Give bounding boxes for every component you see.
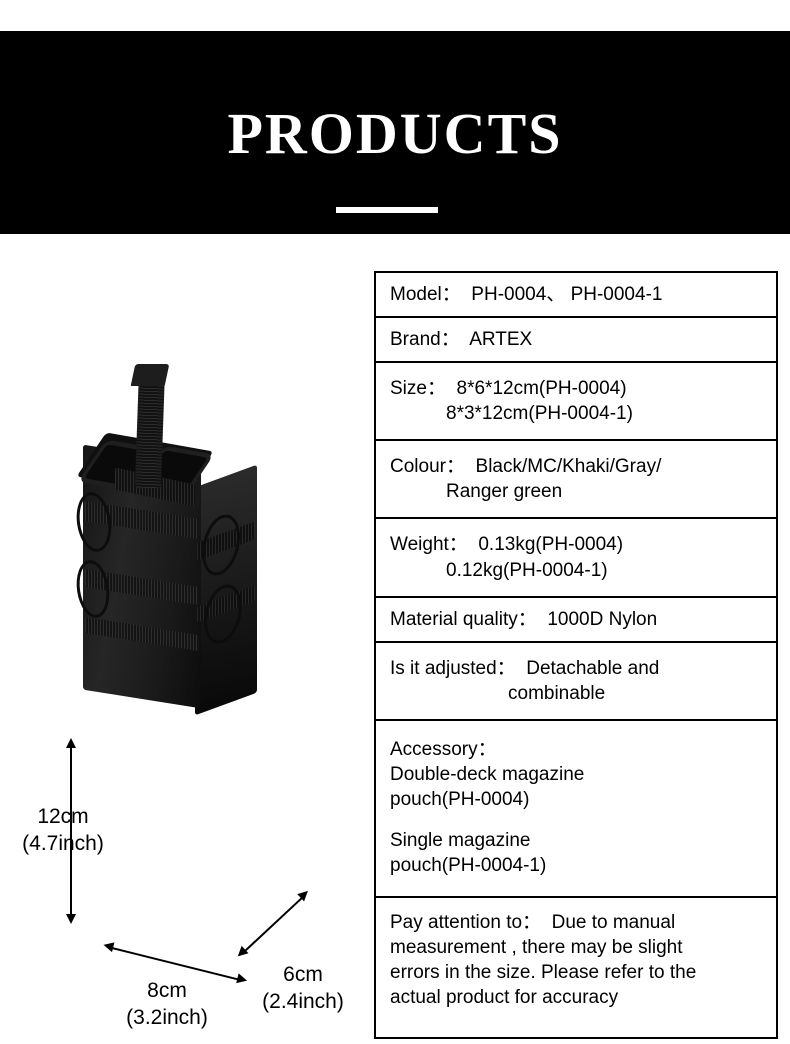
specification-table: Model： PH-0004、 PH-0004-1 Brand： ARTEX S… <box>374 271 778 1039</box>
spec-row-weight: Weight： 0.13kg(PH-0004) 0.12kg(PH-0004-1… <box>376 519 776 598</box>
spec-text: Double-deck magazine <box>390 763 585 785</box>
spec-text: combinable <box>508 682 606 704</box>
spec-text: Material quality： 1000D Nylon <box>390 608 658 630</box>
spec-text: Is it adjusted： Detachable and <box>390 657 660 679</box>
spec-text: Accessory： <box>390 738 497 760</box>
height-dimension-label: 12cm (4.7inch) <box>8 804 118 858</box>
spec-text: Colour： Black/MC/Khaki/Gray/ <box>390 456 662 478</box>
spec-text: Ranger green <box>446 481 563 503</box>
spec-row-pay-attention: Pay attention to： Due to manual measurem… <box>376 898 776 1036</box>
title-underline-rule <box>336 207 438 213</box>
spec-row-colour: Colour： Black/MC/Khaki/Gray/ Ranger gree… <box>376 441 776 520</box>
spec-text: 8*3*12cm(PH-0004-1) <box>446 403 633 425</box>
spec-row-brand: Brand： ARTEX <box>376 318 776 364</box>
spec-text: Pay attention to： Due to manual <box>390 912 676 934</box>
height-dimension-inch: (4.7inch) <box>22 831 104 855</box>
page-title: PRODUCTS <box>227 101 563 166</box>
spec-text: Size： 8*6*12cm(PH-0004) <box>390 378 627 400</box>
width-dimension-label: 8cm (3.2inch) <box>112 978 222 1032</box>
accessory-spacer <box>390 812 776 828</box>
depth-dimension-arrow <box>244 897 303 952</box>
spec-text: Weight： 0.13kg(PH-0004) <box>390 534 624 556</box>
header-banner: PRODUCTS <box>0 31 790 234</box>
spec-row-is-it-adjusted: Is it adjusted： Detachable and combinabl… <box>376 643 776 721</box>
spec-text: pouch(PH-0004-1) <box>390 855 547 877</box>
width-dimension-inch: (3.2inch) <box>126 1005 208 1029</box>
spec-row-size: Size： 8*6*12cm(PH-0004) 8*3*12cm(PH-0004… <box>376 363 776 442</box>
pouch-strap-tip <box>130 364 170 386</box>
spec-text: pouch(PH-0004) <box>390 789 530 811</box>
depth-dimension-label: 6cm (2.4inch) <box>248 962 358 1016</box>
height-dimension-arrow <box>66 738 76 924</box>
spec-text: measurement , there may be slight <box>390 937 683 959</box>
spec-text: Single magazine <box>390 830 531 852</box>
spec-row-accessory: Accessory： Double-deck magazine pouch(PH… <box>376 721 776 899</box>
width-dimension-cm: 8cm <box>147 979 187 1002</box>
spec-row-material-quality: Material quality： 1000D Nylon <box>376 598 776 643</box>
depth-dimension-cm: 6cm <box>283 963 323 986</box>
spec-text: actual product for accuracy <box>390 987 619 1009</box>
spec-text: 0.12kg(PH-0004-1) <box>446 559 608 581</box>
spec-text: errors in the size. Please refer to the <box>390 962 697 984</box>
spec-text: Brand： ARTEX <box>390 329 533 351</box>
height-dimension-cm: 12cm <box>37 805 89 828</box>
width-dimension-arrow <box>111 947 239 981</box>
product-photo: 12cm (4.7inch) 8cm (3.2inch) 6cm (2.4inc… <box>0 234 374 1044</box>
spec-row-model: Model： PH-0004、 PH-0004-1 <box>376 273 776 319</box>
depth-dimension-inch: (2.4inch) <box>262 989 344 1013</box>
magazine-pouch-illustration <box>72 364 265 724</box>
spec-text: Model： PH-0004、 PH-0004-1 <box>390 284 663 305</box>
